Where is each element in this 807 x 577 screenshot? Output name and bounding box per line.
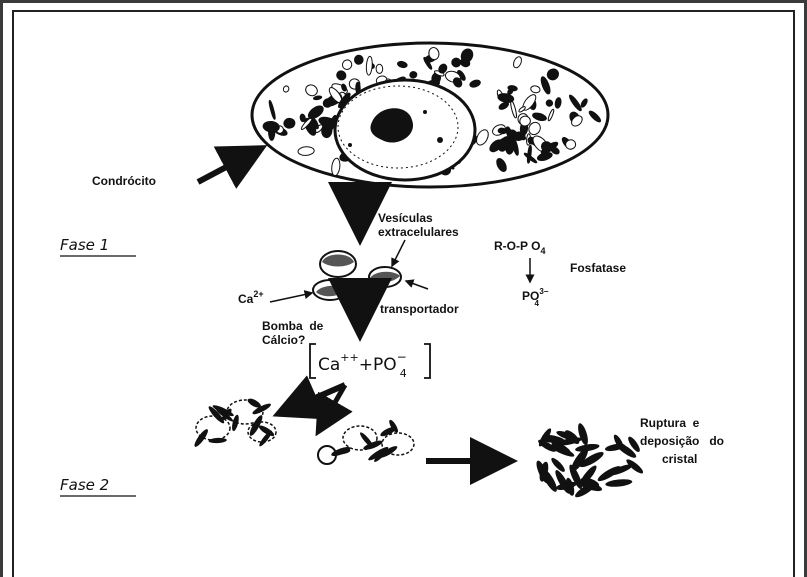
label-fase2: Fase 2 <box>60 476 109 494</box>
vesicles-with-crystals-left <box>192 397 276 449</box>
crystal <box>605 478 633 488</box>
label-condrocito: Condrócito <box>92 174 156 188</box>
svg-text:Ca+++PO−4: Ca+++PO−4 <box>318 350 407 380</box>
organelle <box>376 64 383 73</box>
label-fase1: Fase 1 <box>60 236 109 254</box>
label-vesiculas-1: Vesículas <box>378 211 433 225</box>
organelle <box>284 118 296 129</box>
organelle <box>354 55 363 65</box>
label-ruptura-1: Ruptura e <box>640 416 700 430</box>
label-vesiculas-2: extracelulares <box>378 225 459 239</box>
extracellular-vesicles <box>313 251 401 300</box>
label-fosfatase: Fosfatase <box>570 261 626 275</box>
label-transportador: transportador <box>380 302 459 316</box>
organelle <box>565 139 576 149</box>
vesicles-with-crystals-middle <box>318 419 414 464</box>
label-bomba-2: Cálcio? <box>262 333 305 347</box>
organelle <box>409 71 417 79</box>
label-ca: Ca2+ <box>238 289 264 306</box>
chondrocyte-cell <box>252 43 608 187</box>
label-bomba-1: Bomba de <box>262 319 324 333</box>
label-ruptura-2: deposição do <box>640 434 724 448</box>
calcium-phosphate-complex: Ca+++PO−4 <box>310 344 430 380</box>
chondrocyte-pointer-arrow <box>198 148 262 182</box>
label-ruptura-3: cristal <box>662 452 697 466</box>
label-ropo4: R-O-P O4 <box>494 239 545 256</box>
crystal-deposit <box>534 422 645 499</box>
label-po4: PO3−4 <box>522 287 549 308</box>
